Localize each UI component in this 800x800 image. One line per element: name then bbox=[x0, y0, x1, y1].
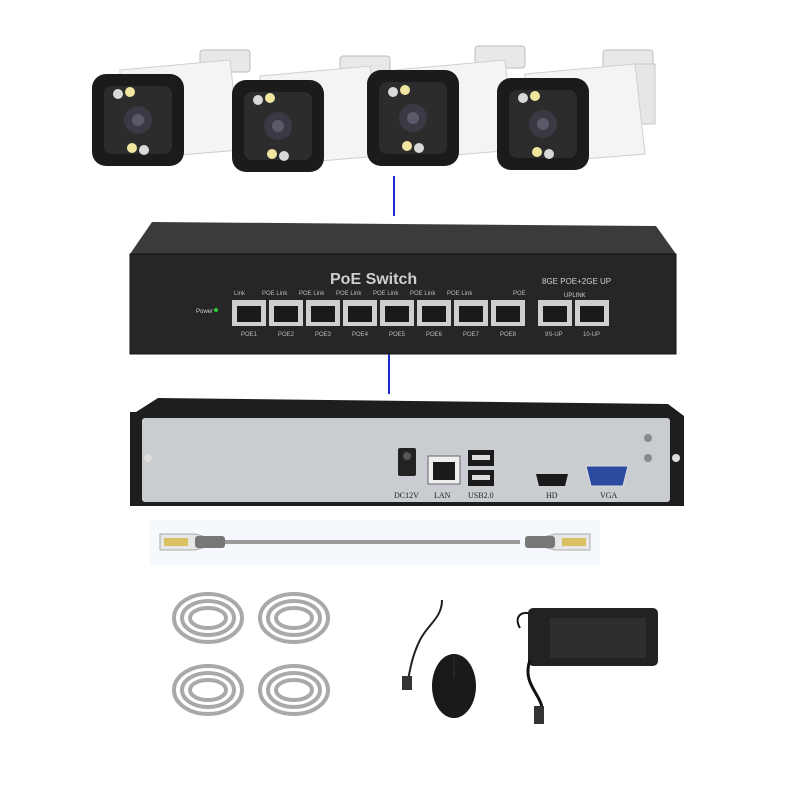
ethernet-cable-icon bbox=[150, 520, 600, 565]
poe-switch-chassis: PoE Switch 8GE POE+2GE UP Power UPLINK L… bbox=[129, 222, 677, 355]
led-label: POE Link bbox=[299, 291, 325, 297]
nvr-port-label: LAN bbox=[434, 491, 451, 500]
led-label: POE Link bbox=[373, 291, 399, 297]
led-label: POE Link bbox=[410, 291, 436, 297]
camera-4-icon bbox=[497, 49, 656, 170]
poe-switch: PoE Switch 8GE POE+2GE UP Power UPLINK L… bbox=[128, 222, 678, 357]
uplink-port-group bbox=[538, 300, 609, 326]
cable-coil-icon bbox=[172, 592, 330, 716]
nvr-port-label: DC12V bbox=[394, 491, 419, 500]
nvr-port-label: USB2.0 bbox=[468, 491, 494, 500]
port-label: POE2 bbox=[278, 332, 295, 338]
port-label: POE6 bbox=[426, 332, 443, 338]
power-adapter-icon bbox=[516, 608, 658, 724]
switch-uplink-label: UPLINK bbox=[564, 293, 586, 299]
switch-title: PoE Switch bbox=[330, 271, 417, 288]
nvr-recorder: DC12V LAN USB2.0 HD VGA bbox=[128, 398, 685, 510]
camera-to-switch-connector bbox=[393, 176, 395, 216]
port-label: POE3 bbox=[315, 332, 332, 338]
camera-row bbox=[80, 40, 680, 180]
switch-power-label: Power bbox=[196, 309, 213, 315]
uplink-port-label: 10-UP bbox=[583, 332, 600, 338]
cable-coils bbox=[166, 588, 336, 728]
led-label: POE Link bbox=[262, 291, 288, 297]
switch-to-nvr-connector bbox=[388, 352, 390, 394]
led-label: POE bbox=[513, 291, 526, 297]
switch-subtitle: 8GE POE+2GE UP bbox=[542, 277, 611, 286]
nvr-port-label: VGA bbox=[600, 491, 618, 500]
uplink-port-label: 9S-UP bbox=[545, 332, 563, 338]
camera-3-icon bbox=[367, 45, 526, 166]
poe-port-group bbox=[232, 300, 525, 326]
camera-2-icon bbox=[232, 55, 391, 172]
led-label: POE Link bbox=[447, 291, 473, 297]
port-label: POE1 bbox=[241, 332, 258, 338]
port-label: POE5 bbox=[389, 332, 406, 338]
port-label: POE8 bbox=[500, 332, 517, 338]
port-label: POE7 bbox=[463, 332, 480, 338]
led-label: POE Link bbox=[336, 291, 362, 297]
nvr-chassis: DC12V LAN USB2.0 HD VGA bbox=[130, 398, 684, 506]
led-label: Link bbox=[234, 291, 246, 297]
mouse-icon bbox=[402, 600, 476, 718]
port-label: POE4 bbox=[352, 332, 369, 338]
nvr-port-label: HD bbox=[546, 491, 558, 500]
